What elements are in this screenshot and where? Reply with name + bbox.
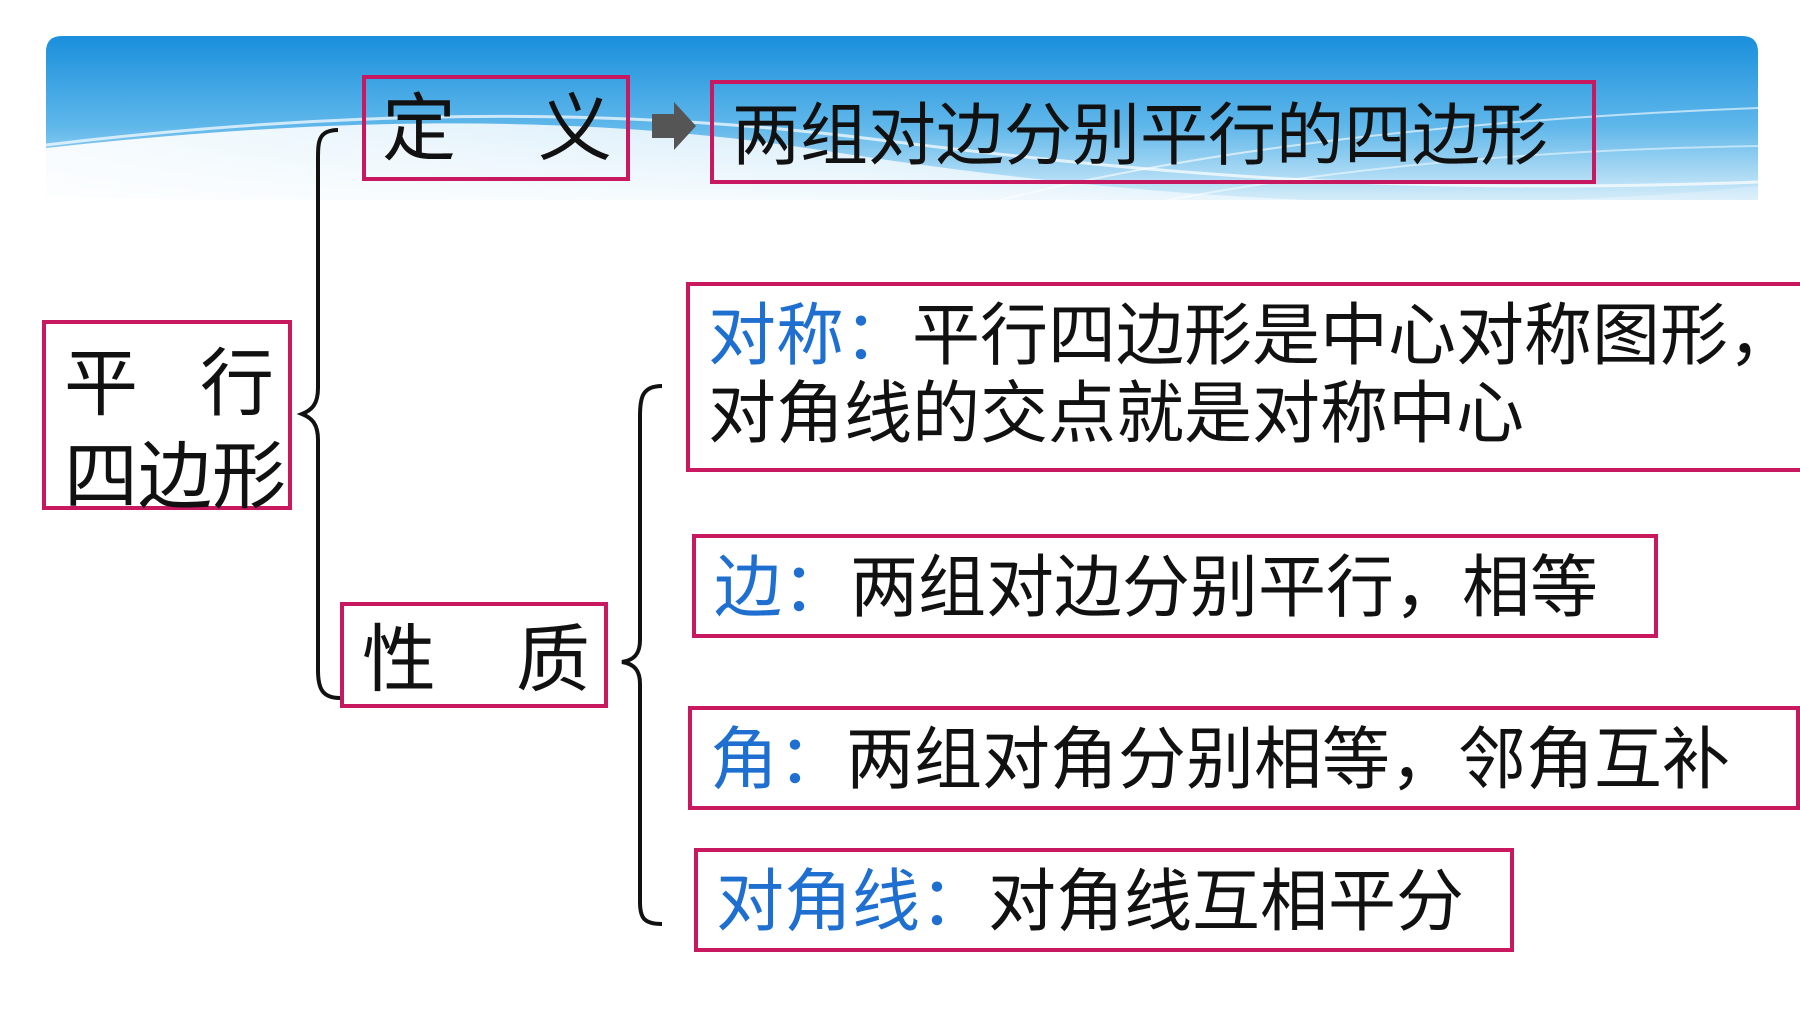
root-brace (296, 128, 341, 700)
root-label-line2: 四边形 (64, 433, 286, 520)
right-arrow-icon (652, 102, 696, 150)
property-symmetry-key: 对称： (708, 297, 913, 376)
property-symmetry-line1: 对称：平行四边形是中心对称图形， (708, 297, 1800, 376)
definition-text: 两组对边分别平行的四边形 (732, 97, 1549, 176)
property-symmetry-text2: 对角线的交点就是对称中心 (708, 375, 1525, 455)
root-label-char2: 行 (200, 341, 274, 427)
properties-label-box: 性 质 (340, 602, 608, 708)
root-label-char1: 平 (64, 341, 138, 427)
definition-label-box: 定 义 (362, 75, 630, 181)
property-brace (621, 384, 663, 926)
root-concept-box: 平 行 四边形 (42, 320, 292, 520)
properties-label-char2: 质 (516, 617, 590, 703)
property-sides-text: 两组对边分别平行，相等 (850, 549, 1599, 628)
definition-text-box: 两组对边分别平行的四边形 (710, 80, 1596, 184)
property-symmetry-box: 对称：平行四边形是中心对称图形， 对角线的交点就是对称中心 (686, 282, 1800, 472)
properties-label-char1: 性 (362, 617, 436, 703)
definition-label-char1: 定 (382, 86, 456, 172)
property-angles-box: 角：两组对角分别相等，邻角互补 (688, 706, 1800, 810)
property-sides-box: 边：两组对边分别平行，相等 (692, 534, 1658, 638)
definition-label-char2: 义 (538, 86, 612, 172)
property-angles-key: 角： (710, 721, 847, 800)
property-diagonals-key: 对角线： (716, 863, 989, 942)
property-symmetry-text1: 平行四边形是中心对称图形， (912, 297, 1797, 376)
property-diagonals-text: 对角线互相平分 (988, 863, 1465, 942)
property-diagonals-box: 对角线：对角线互相平分 (694, 848, 1514, 952)
property-sides-key: 边： (714, 549, 851, 628)
property-angles-text: 两组对角分别相等，邻角互补 (846, 721, 1731, 800)
